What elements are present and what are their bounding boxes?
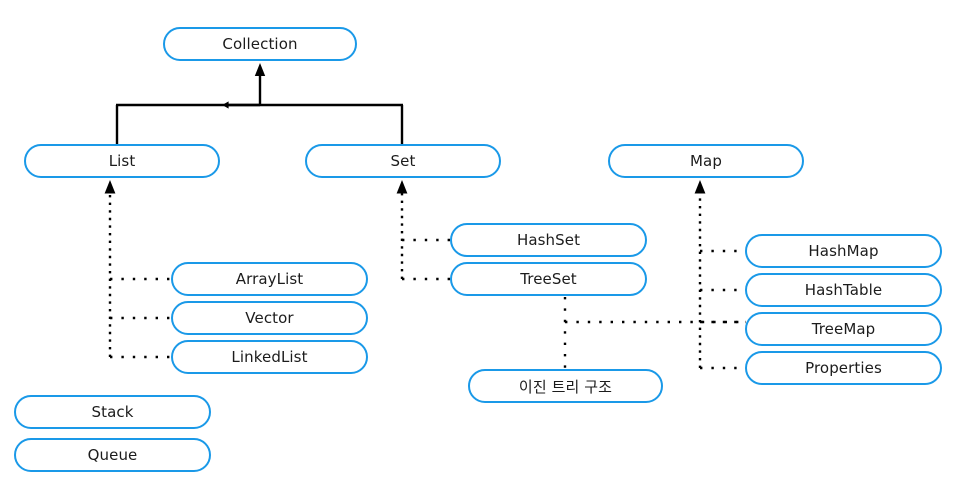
node-queue-label: Queue [87, 446, 138, 464]
node-treeset[interactable]: TreeSet [450, 262, 647, 296]
node-binary-tree-structure-label: 이진 트리 구조 [518, 377, 613, 396]
node-binary-tree-structure[interactable]: 이진 트리 구조 [468, 369, 663, 403]
node-vector-label: Vector [245, 309, 294, 327]
node-map[interactable]: Map [608, 144, 804, 178]
edge-bus-bar [115, 103, 404, 145]
node-hashset[interactable]: HashSet [450, 223, 647, 257]
arrowhead-collection [254, 63, 266, 76]
arrowhead-list [104, 180, 116, 194]
edge-collection-trunk-line [254, 63, 266, 105]
node-linkedlist-label: LinkedList [231, 348, 308, 366]
node-set-label: Set [390, 152, 416, 170]
arrowhead-map [694, 180, 706, 194]
node-treemap-label: TreeMap [811, 320, 876, 338]
node-arraylist[interactable]: ArrayList [171, 262, 368, 296]
node-properties-label: Properties [805, 359, 882, 377]
node-set[interactable]: Set [305, 144, 501, 178]
node-stack-label: Stack [91, 403, 134, 421]
node-arraylist-label: ArrayList [235, 270, 304, 288]
node-map-label: Map [690, 152, 722, 170]
edge-set-riser [396, 180, 408, 279]
arrowhead-set [396, 180, 408, 194]
node-hashmap-label: HashMap [808, 242, 879, 260]
node-hashtable-label: HashTable [804, 281, 883, 299]
edge-map-riser [694, 180, 706, 368]
node-hashset-label: HashSet [516, 231, 581, 249]
node-list-label: List [108, 152, 136, 170]
node-hashtable[interactable]: HashTable [745, 273, 942, 307]
node-queue[interactable]: Queue [14, 438, 211, 472]
edge-list-riser [104, 180, 116, 357]
node-stack[interactable]: Stack [14, 395, 211, 429]
node-vector[interactable]: Vector [171, 301, 368, 335]
node-treemap[interactable]: TreeMap [745, 312, 942, 346]
node-list[interactable]: List [24, 144, 220, 178]
node-linkedlist[interactable]: LinkedList [171, 340, 368, 374]
node-treeset-label: TreeSet [520, 270, 577, 288]
node-collection-label: Collection [222, 35, 298, 53]
node-properties[interactable]: Properties [745, 351, 942, 385]
node-hashmap[interactable]: HashMap [745, 234, 942, 268]
node-collection[interactable]: Collection [163, 27, 357, 61]
